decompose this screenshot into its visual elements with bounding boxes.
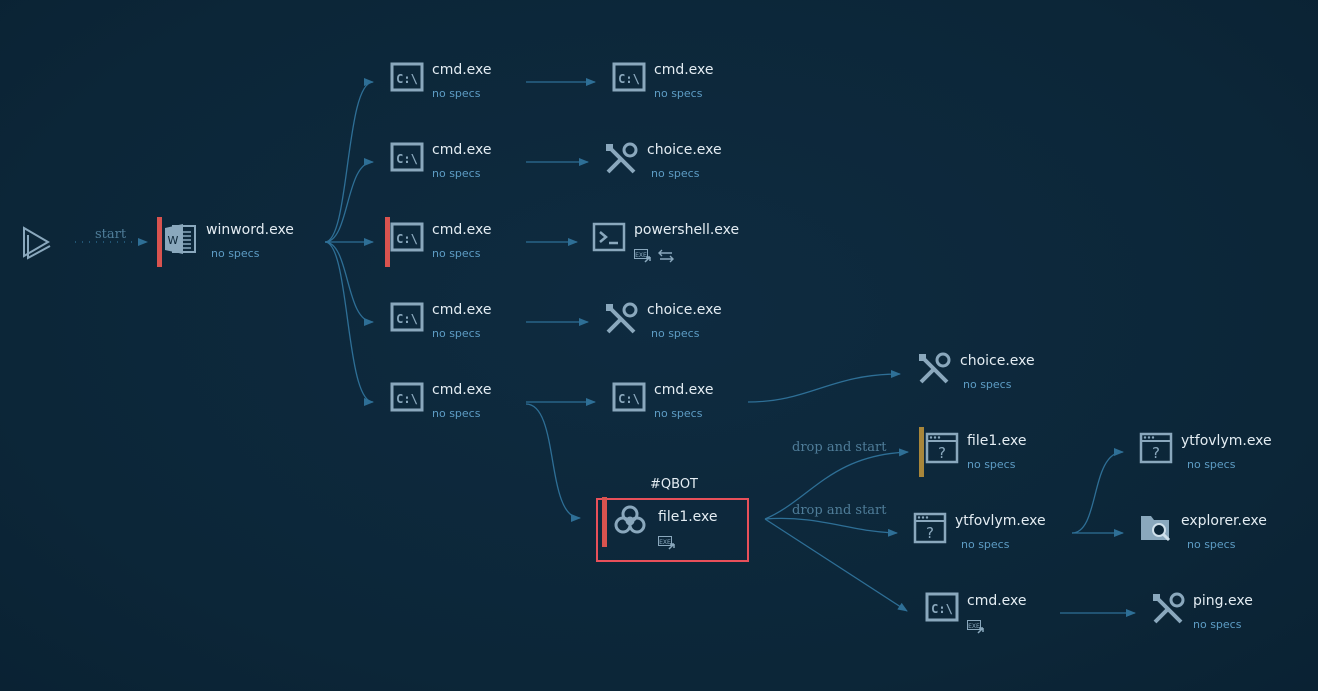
- flag-bar-red: [157, 217, 162, 267]
- svg-text:EXE: EXE: [635, 252, 647, 259]
- edge: [747, 370, 901, 403]
- tools-icon: [1151, 592, 1185, 626]
- process-name: file1.exe: [967, 433, 1027, 449]
- process-name: choice.exe: [647, 142, 722, 158]
- process-specs: no specs: [651, 327, 700, 340]
- process-badges: EXE: [658, 535, 676, 554]
- start-edge-label: start: [95, 227, 127, 242]
- process-badges: EXE: [634, 248, 674, 267]
- process-name: powershell.exe: [634, 222, 740, 238]
- start-icon: [22, 226, 52, 264]
- process-name: cmd.exe: [654, 62, 714, 78]
- edge-label-drop-and-start: drop and start: [792, 440, 887, 455]
- process-badges: EXE: [967, 619, 985, 638]
- process-specs: no specs: [432, 327, 481, 340]
- process-specs: no specs: [1187, 458, 1236, 471]
- cmd-icon: C:\: [612, 382, 646, 416]
- svg-text:C:\: C:\: [396, 72, 418, 86]
- network-icon: [658, 248, 674, 267]
- process-specs: no specs: [432, 407, 481, 420]
- cmd-icon: C:\: [390, 302, 424, 336]
- process-specs: no specs: [963, 378, 1012, 391]
- svg-text:?: ?: [1152, 444, 1160, 462]
- exe-icon: EXE: [634, 248, 652, 267]
- tools-icon: [917, 352, 951, 386]
- process-name: ytfovlym.exe: [955, 513, 1046, 529]
- svg-text:C:\: C:\: [396, 392, 418, 406]
- process-name: ytfovlym.exe: [1181, 433, 1272, 449]
- process-specs: no specs: [654, 87, 703, 100]
- edge-label-drop-and-start: drop and start: [792, 503, 887, 518]
- cmd-icon: C:\: [390, 62, 424, 96]
- cmd-icon: C:\: [390, 382, 424, 416]
- process-specs: no specs: [1193, 618, 1242, 631]
- word-icon: W: [163, 222, 197, 256]
- svg-text:?: ?: [938, 444, 946, 462]
- process-name: cmd.exe: [432, 222, 492, 238]
- svg-text:C:\: C:\: [396, 152, 418, 166]
- svg-text:C:\: C:\: [931, 602, 953, 616]
- edge: [764, 517, 898, 537]
- svg-text:EXE: EXE: [659, 539, 671, 546]
- biohazard-icon: [612, 502, 646, 536]
- flag-bar-red: [385, 217, 390, 267]
- tools-icon: [604, 302, 638, 336]
- malicious-node-highlight[interactable]: [596, 498, 749, 562]
- edge: [525, 403, 581, 522]
- edge: [324, 241, 374, 326]
- cmd-icon: C:\: [390, 222, 424, 256]
- cmd-icon: C:\: [925, 592, 959, 626]
- process-name: choice.exe: [647, 302, 722, 318]
- svg-text:?: ?: [926, 524, 934, 542]
- edge: [764, 518, 908, 612]
- process-specs: no specs: [432, 87, 481, 100]
- process-name: cmd.exe: [654, 382, 714, 398]
- flag-bar-gold: [919, 427, 924, 477]
- unknown-window-icon: ?: [1139, 432, 1173, 466]
- svg-text:C:\: C:\: [618, 392, 640, 406]
- process-name: cmd.exe: [432, 142, 492, 158]
- process-specs: no specs: [1187, 538, 1236, 551]
- process-specs: no specs: [654, 407, 703, 420]
- svg-text:C:\: C:\: [396, 312, 418, 326]
- process-name: winword.exe: [206, 222, 294, 238]
- process-name: cmd.exe: [432, 62, 492, 78]
- exe-icon: EXE: [658, 535, 676, 554]
- process-name: ping.exe: [1193, 593, 1253, 609]
- process-specs: no specs: [651, 167, 700, 180]
- process-specs: no specs: [432, 247, 481, 260]
- process-specs: no specs: [961, 538, 1010, 551]
- tools-icon: [604, 142, 638, 176]
- unknown-window-icon: ?: [925, 432, 959, 466]
- powershell-icon: [592, 222, 626, 256]
- cmd-icon: C:\: [390, 142, 424, 176]
- process-name: file1.exe: [658, 509, 718, 525]
- flag-bar-red: [602, 497, 607, 547]
- svg-text:C:\: C:\: [396, 232, 418, 246]
- process-specs: no specs: [211, 247, 260, 260]
- edge: [1071, 448, 1124, 534]
- process-specs: no specs: [967, 458, 1016, 471]
- edge: [324, 241, 374, 406]
- process-name: cmd.exe: [967, 593, 1027, 609]
- edge: [324, 158, 374, 243]
- process-specs: no specs: [432, 167, 481, 180]
- process-name: explorer.exe: [1181, 513, 1267, 529]
- unknown-window-icon: ?: [913, 512, 947, 546]
- edge: [764, 448, 909, 520]
- svg-text:C:\: C:\: [618, 72, 640, 86]
- exe-icon: EXE: [967, 619, 985, 638]
- process-name: choice.exe: [960, 353, 1035, 369]
- cmd-icon: C:\: [612, 62, 646, 96]
- qbot-tag: #QBOT: [650, 477, 698, 492]
- process-name: cmd.exe: [432, 302, 492, 318]
- svg-text:EXE: EXE: [968, 623, 980, 630]
- process-name: cmd.exe: [432, 382, 492, 398]
- svg-text:W: W: [168, 234, 179, 247]
- edge: [324, 78, 374, 243]
- explorer-icon: [1139, 512, 1173, 546]
